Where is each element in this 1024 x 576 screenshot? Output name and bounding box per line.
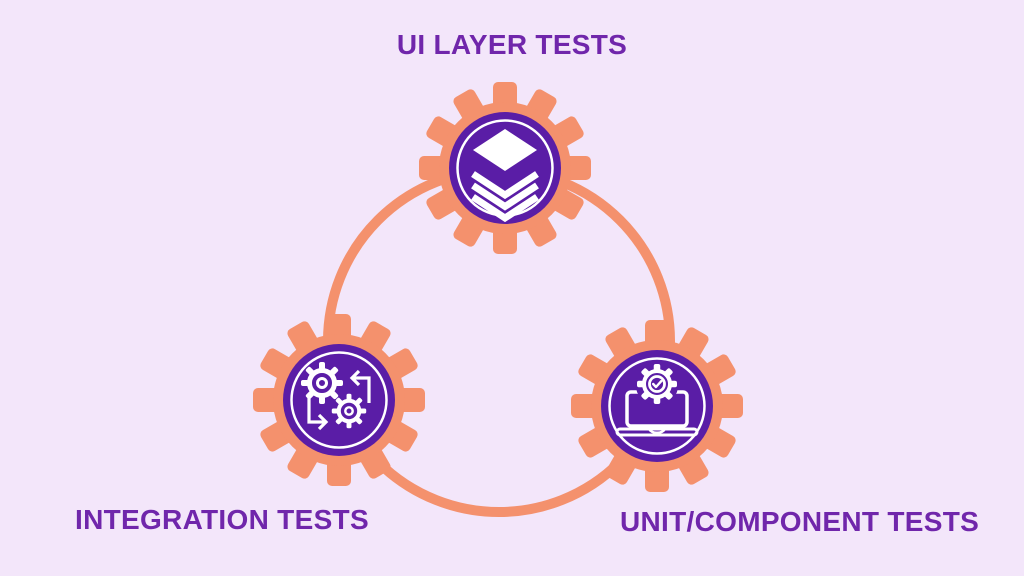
- check-gear: [637, 364, 677, 404]
- laptop-base: [615, 427, 699, 437]
- sync-arrow-top: [352, 376, 371, 403]
- sync-arrow-bottom-head: [317, 413, 329, 431]
- layers-chevron-2: [471, 182, 539, 211]
- sync-arrow-bottom: [307, 397, 326, 424]
- layers-chevron-1: [471, 171, 539, 200]
- laptop-base-notch: [647, 428, 667, 434]
- sync-arrow-top-head: [349, 369, 361, 387]
- layers-top-diamond: [473, 129, 537, 171]
- laptop-gear-check-icon: [615, 362, 699, 437]
- layers-icon: [471, 129, 539, 223]
- label-ui-layer-tests: UI LAYER TESTS: [396, 29, 628, 60]
- check-mark: [652, 380, 663, 389]
- sync-gears-icon: [301, 362, 371, 431]
- layers-chevron-3: [471, 194, 539, 223]
- label-unit-component-tests: UNIT/COMPONENT TESTS: [620, 506, 980, 537]
- gear-unit-component: [569, 318, 745, 494]
- label-integration-tests: INTEGRATION TESTS: [75, 504, 369, 535]
